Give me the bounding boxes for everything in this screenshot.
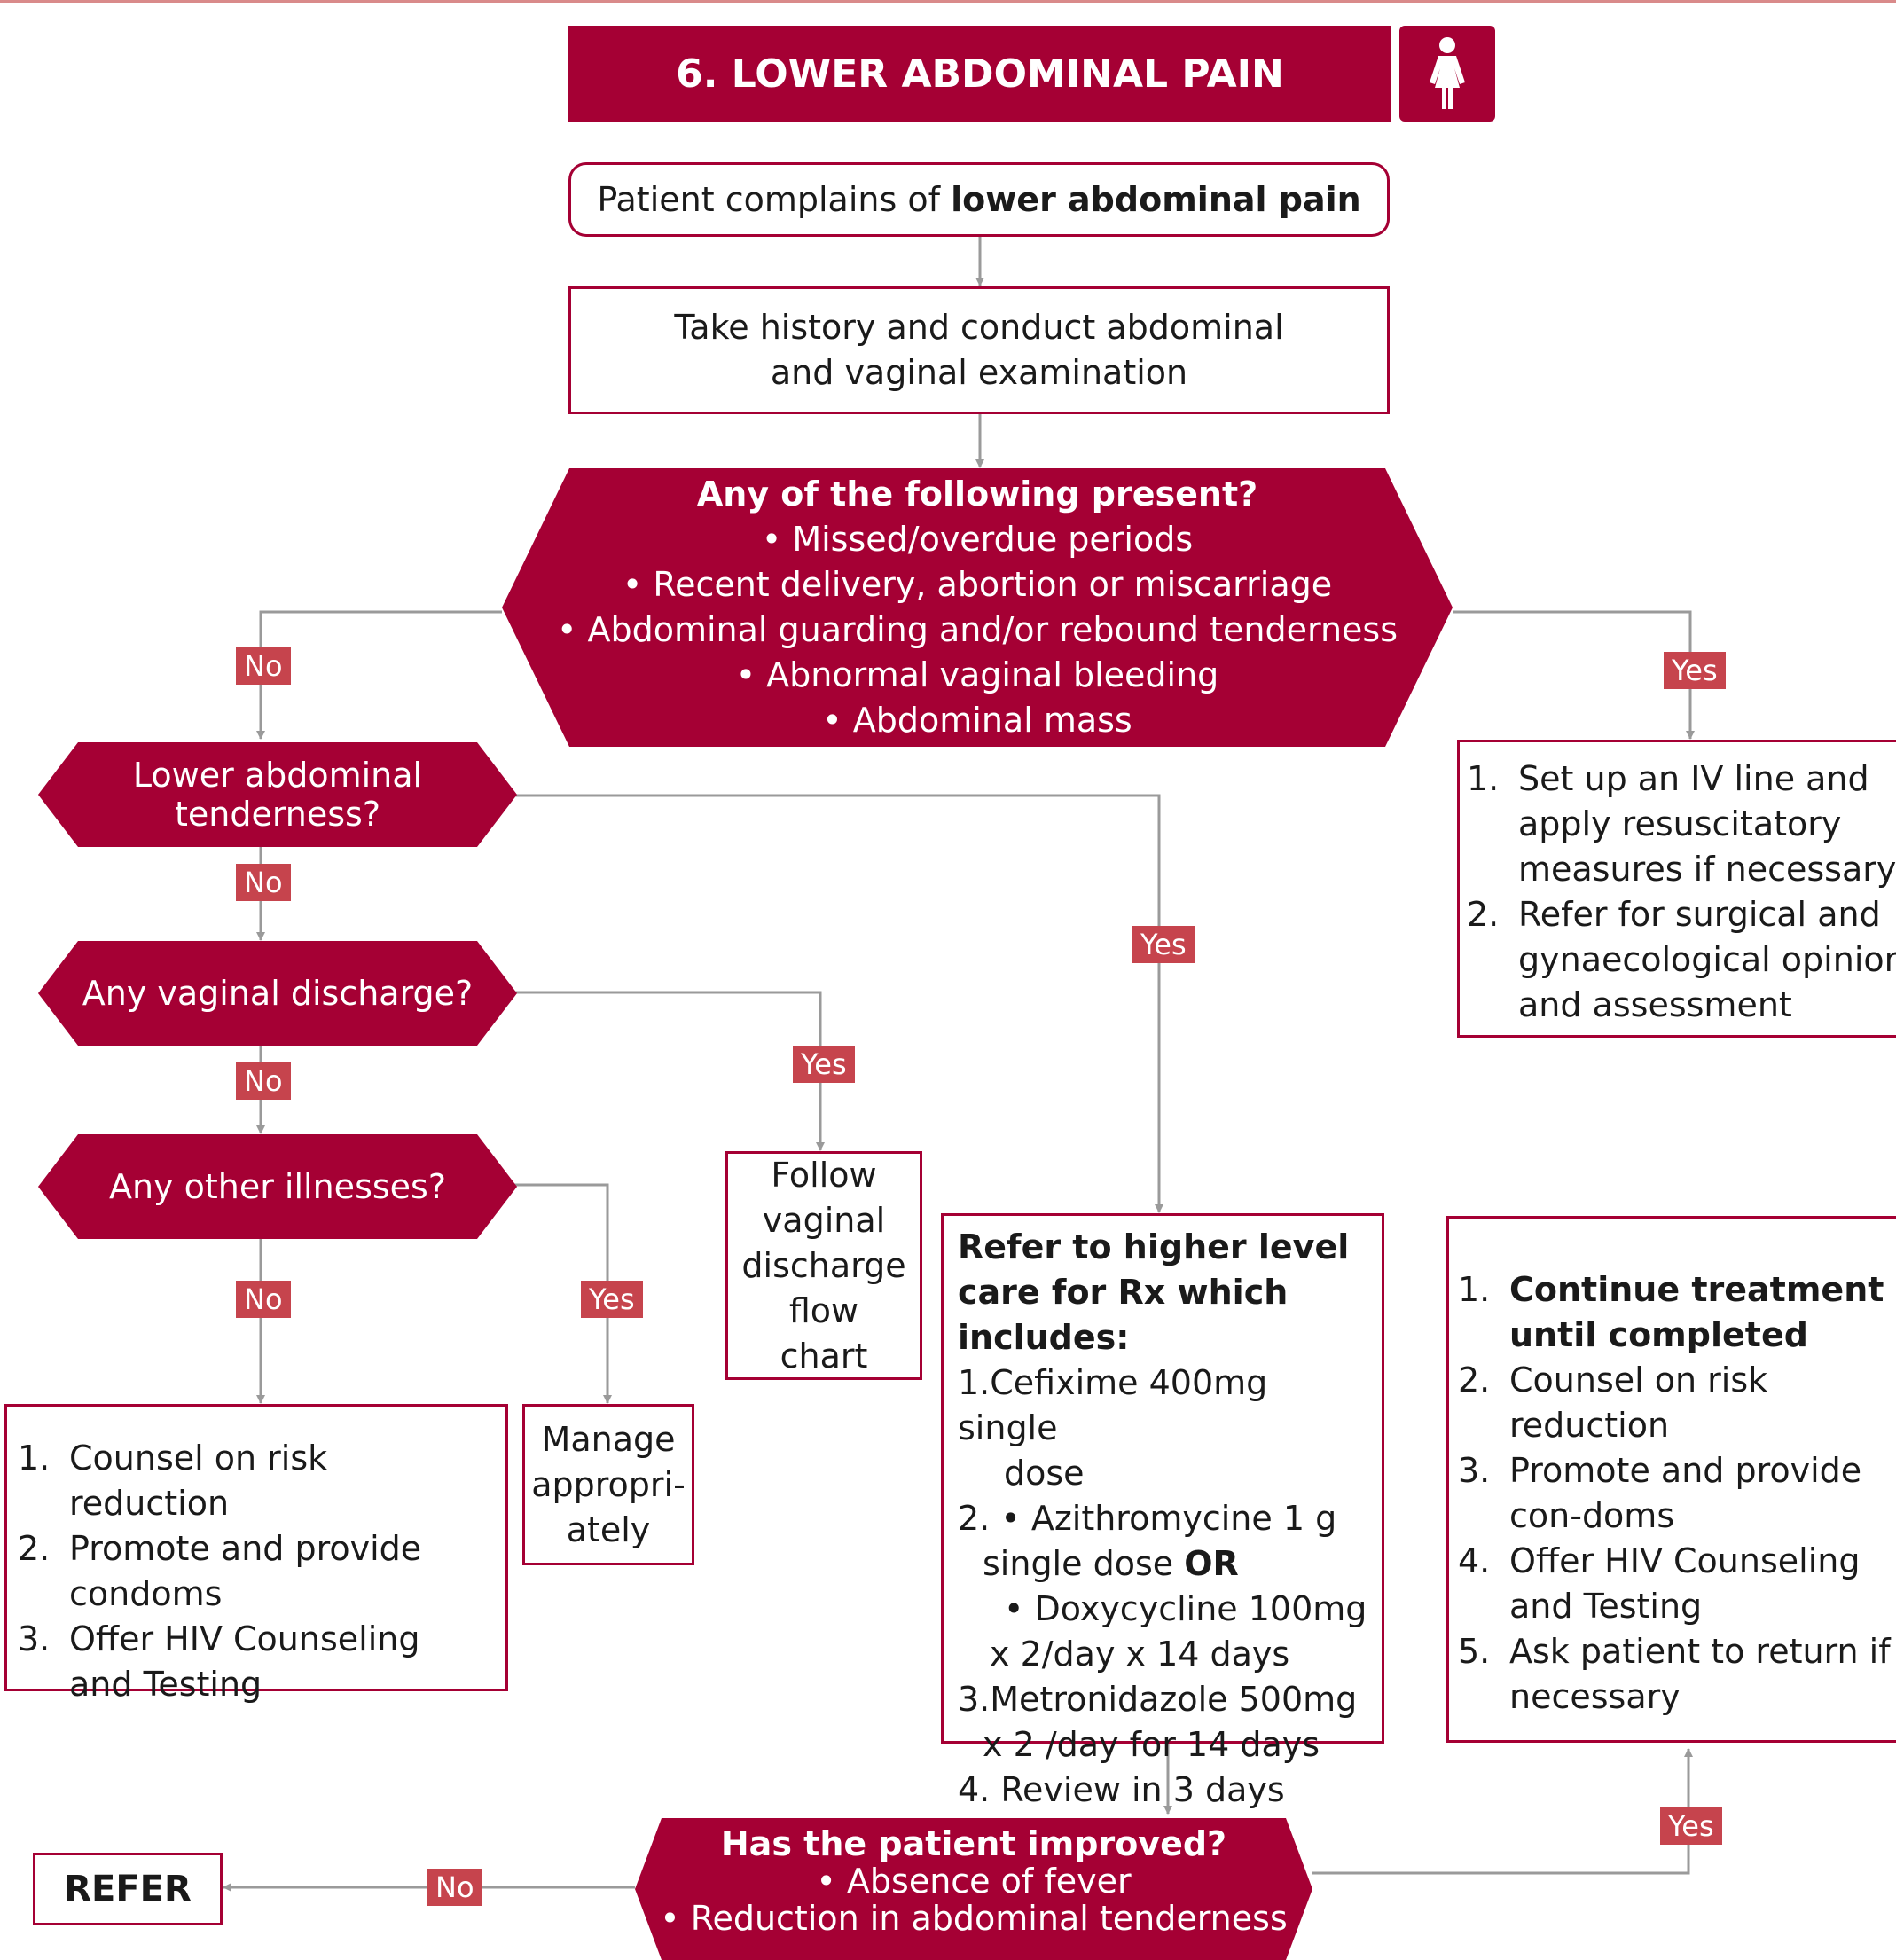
arrow-present-yes <box>1453 610 1695 740</box>
refer-final-box: REFER <box>33 1853 223 1925</box>
present-item-2: • Recent delivery, abortion or miscarria… <box>622 565 1333 604</box>
rx-line-2: dose <box>1004 1454 1085 1493</box>
label-no-improved: No <box>427 1869 482 1906</box>
continue-item-4: 4.Offer HIV Counseling and Testing <box>1458 1541 1861 1626</box>
other-illnesses-text: Any other illnesses? <box>108 1166 447 1206</box>
history-line-2: and vaginal examination <box>770 353 1188 392</box>
continue-treatment-box: 1.Continue treatment until completed 2.C… <box>1446 1216 1896 1743</box>
discharge-question-text: Any vaginal discharge? <box>82 973 474 1013</box>
improved-item-1: • Absence of fever <box>816 1862 1132 1901</box>
improved-title: Has the patient improved? <box>720 1824 1227 1863</box>
follow-discharge-text: Follow vaginal discharge flow chart <box>741 1155 906 1376</box>
improved-item-2: • Reduction in abdominal tenderness <box>660 1899 1288 1938</box>
continue-item-1: 1.Continue treatment until completed <box>1458 1270 1884 1354</box>
follow-discharge-chart-box: Follow vaginal discharge flow chart <box>725 1151 922 1380</box>
history-line-1: Take history and conduct abdominal <box>674 308 1284 347</box>
counsel-item-1: 1.Counsel on risk reduction <box>18 1439 328 1523</box>
decision-lower-abdominal-tenderness: Lower abdominal tenderness? <box>38 742 517 847</box>
label-no-tenderness: No <box>236 864 291 901</box>
rx-line-3: 2. • Azithromycine 1 g <box>958 1499 1337 1538</box>
start-bold-text: lower abdominal pain <box>951 179 1361 219</box>
rx-line-8: x 2 /day for 14 days <box>983 1725 1320 1764</box>
rx-line-4: single dose OR <box>983 1544 1239 1583</box>
rx-line-1: 1.Cefixime 400mg single <box>958 1363 1268 1447</box>
decision-other-illnesses: Any other illnesses? <box>38 1134 517 1239</box>
rx-line-7: 3.Metronidazole 500mg <box>958 1680 1358 1719</box>
label-no-discharge: No <box>236 1062 291 1100</box>
present-item-4: • Abnormal vaginal bleeding <box>735 655 1219 694</box>
arrow-discharge-yes <box>514 991 825 1151</box>
label-no-present: No <box>236 647 291 685</box>
tenderness-line-1: Lower abdominal <box>132 756 423 795</box>
present-item-1: • Missed/overdue periods <box>761 520 1194 559</box>
arrow-present-no <box>256 610 502 740</box>
label-yes-discharge: Yes <box>793 1046 855 1083</box>
rx-line-9: 4. Review in 3 days <box>958 1770 1285 1809</box>
rx-line-5: • Doxycycline 100mg <box>1004 1589 1367 1628</box>
arrow-other-yes <box>514 1183 612 1404</box>
decision-any-present-title: Any of the following present? <box>696 474 1258 514</box>
tenderness-line-2: tenderness? <box>174 795 381 834</box>
refer-rx-heading: Refer to higher level care for Rx which … <box>958 1227 1350 1357</box>
arrow-improved-yes <box>1312 1748 1693 1875</box>
continue-item-3: 3.Promote and provide con-doms <box>1458 1451 1862 1535</box>
label-yes-other: Yes <box>581 1281 643 1318</box>
present-item-5: • Abdominal mass <box>822 701 1132 740</box>
refer-rx-box: Refer to higher level care for Rx which … <box>941 1213 1384 1809</box>
emergency-actions-box: 1.Set up an IV line and apply resuscitat… <box>1457 740 1896 1038</box>
continue-item-2: 2.Counsel on risk reduction <box>1458 1360 1768 1445</box>
rx-or-text: OR <box>1184 1544 1239 1583</box>
page-title: 6. LOWER ABDOMINAL PAIN <box>568 26 1391 122</box>
decision-any-present: Any of the following present? • Missed/o… <box>502 468 1453 747</box>
label-yes-tenderness: Yes <box>1132 926 1195 963</box>
continue-item-5: 5.Ask patient to return if necessary <box>1458 1632 1891 1716</box>
counsel-actions-box: 1.Counsel on risk reduction 2.Promote an… <box>4 1404 508 1704</box>
top-border-line <box>0 0 1896 3</box>
start-text: Patient complains of <box>597 179 952 219</box>
counsel-item-3: 3.Offer HIV Counseling and Testing <box>18 1619 420 1704</box>
present-item-3: • Abdominal guarding and/or rebound tend… <box>557 610 1398 649</box>
rx-line-6: x 2/day x 14 days <box>990 1635 1290 1674</box>
decision-patient-improved: Has the patient improved? • Absence of f… <box>635 1818 1312 1960</box>
label-yes-present: Yes <box>1664 652 1726 689</box>
history-box: Take history and conduct abdominal and v… <box>568 286 1390 414</box>
refer-final-text: REFER <box>64 1869 192 1909</box>
label-yes-improved: Yes <box>1660 1807 1722 1845</box>
female-figure-icon <box>1399 26 1495 122</box>
decision-vaginal-discharge: Any vaginal discharge? <box>38 941 517 1046</box>
manage-appropriately-text: Manage appropri-ately <box>531 1419 686 1549</box>
emergency-item-2: 2.Refer for surgical and gynaecological … <box>1467 895 1896 1024</box>
counsel-item-2: 2.Promote and provide condoms <box>18 1529 422 1613</box>
emergency-item-1: 1.Set up an IV line and apply resuscitat… <box>1467 759 1896 889</box>
arrow-tenderness-yes <box>514 794 1163 1213</box>
start-box: Patient complains of lower abdominal pai… <box>568 162 1390 237</box>
manage-appropriately-box: Manage appropri-ately <box>522 1404 694 1565</box>
label-no-other: No <box>236 1281 291 1318</box>
